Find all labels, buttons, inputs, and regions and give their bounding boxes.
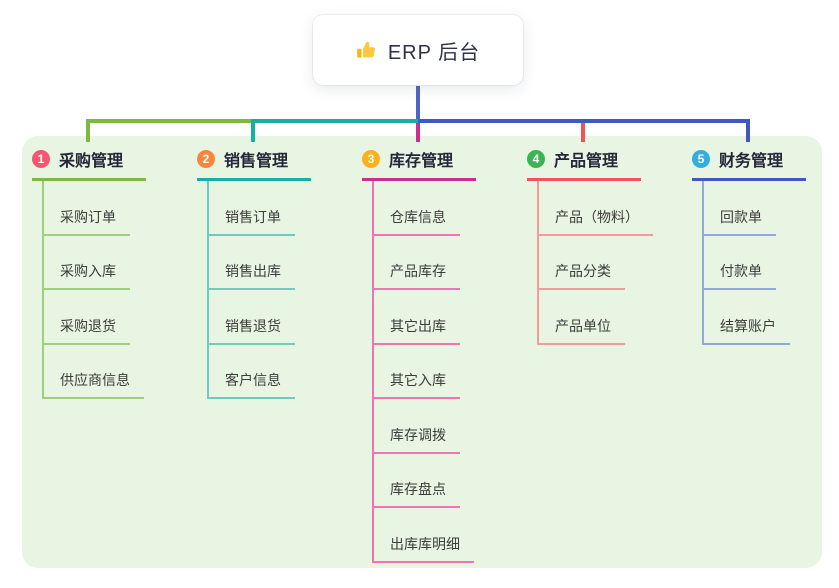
child-node[interactable]: 回款单 bbox=[704, 181, 806, 236]
child-node[interactable]: 客户信息 bbox=[209, 345, 311, 399]
child-node-label: 其它出库 bbox=[374, 316, 460, 345]
branch-title: 采购管理 bbox=[59, 153, 124, 170]
child-node[interactable]: 其它入库 bbox=[374, 345, 476, 399]
child-node[interactable]: 采购入库 bbox=[44, 236, 146, 290]
branch-header[interactable]: 5 财务管理 bbox=[692, 147, 806, 181]
child-node-label: 付款单 bbox=[704, 261, 776, 290]
child-node-label: 仓库信息 bbox=[374, 207, 460, 236]
branch-node[interactable]: 3 库存管理 仓库信息 产品库存 其它出库 其它入库 库存调拨 库存盘点 出库库… bbox=[362, 147, 476, 563]
branch-children: 采购订单 采购入库 采购退货 供应商信息 bbox=[42, 181, 146, 399]
branch-node[interactable]: 2 销售管理 销售订单 销售出库 销售退货 客户信息 bbox=[197, 147, 311, 399]
branch-children: 仓库信息 产品库存 其它出库 其它入库 库存调拨 库存盘点 出库库明细 bbox=[372, 181, 476, 563]
branch-children: 回款单 付款单 结算账户 bbox=[702, 181, 806, 345]
branch-number-badge: 5 bbox=[692, 150, 710, 168]
child-node-label: 产品（物料） bbox=[539, 207, 653, 236]
branch-number-badge: 4 bbox=[527, 150, 545, 168]
branch-title: 销售管理 bbox=[224, 153, 289, 170]
child-node[interactable]: 库存调拨 bbox=[374, 399, 476, 454]
child-node-label: 其它入库 bbox=[374, 370, 460, 399]
branch-number-badge: 2 bbox=[197, 150, 215, 168]
child-node[interactable]: 出库库明细 bbox=[374, 508, 476, 563]
child-node[interactable]: 产品（物料） bbox=[539, 181, 653, 236]
child-node[interactable]: 销售退货 bbox=[209, 290, 311, 345]
child-node[interactable]: 产品单位 bbox=[539, 290, 653, 345]
child-node-label: 销售出库 bbox=[209, 261, 295, 290]
child-node-label: 结算账户 bbox=[704, 316, 790, 345]
branch-number-badge: 1 bbox=[32, 150, 50, 168]
branch-node[interactable]: 4 产品管理 产品（物料） 产品分类 产品单位 bbox=[527, 147, 653, 345]
branch-header[interactable]: 3 库存管理 bbox=[362, 147, 476, 181]
child-node-label: 销售退货 bbox=[209, 316, 295, 345]
branch-header[interactable]: 4 产品管理 bbox=[527, 147, 641, 181]
child-node[interactable]: 其它出库 bbox=[374, 290, 476, 345]
child-node-label: 客户信息 bbox=[209, 370, 295, 399]
branch-children: 产品（物料） 产品分类 产品单位 bbox=[537, 181, 653, 345]
child-node-label: 采购退货 bbox=[44, 316, 130, 345]
child-node-label: 供应商信息 bbox=[44, 370, 144, 399]
child-node[interactable]: 付款单 bbox=[704, 236, 806, 290]
root-node[interactable]: ERP 后台 bbox=[313, 15, 523, 85]
thumbs-up-icon bbox=[356, 39, 378, 61]
branch-header[interactable]: 1 采购管理 bbox=[32, 147, 146, 181]
branch-title: 产品管理 bbox=[554, 153, 619, 170]
child-node[interactable]: 销售订单 bbox=[209, 181, 311, 236]
child-node[interactable]: 仓库信息 bbox=[374, 181, 476, 236]
branch-number-badge: 3 bbox=[362, 150, 380, 168]
child-node[interactable]: 库存盘点 bbox=[374, 454, 476, 508]
child-node[interactable]: 采购退货 bbox=[44, 290, 146, 345]
child-node[interactable]: 销售出库 bbox=[209, 236, 311, 290]
child-node-label: 回款单 bbox=[704, 207, 776, 236]
child-node-label: 库存盘点 bbox=[374, 479, 460, 508]
root-node-label: ERP 后台 bbox=[387, 41, 481, 64]
branch-node[interactable]: 5 财务管理 回款单 付款单 结算账户 bbox=[692, 147, 806, 345]
branch-children: 销售订单 销售出库 销售退货 客户信息 bbox=[207, 181, 311, 399]
child-node-label: 采购订单 bbox=[44, 207, 130, 236]
child-node[interactable]: 供应商信息 bbox=[44, 345, 146, 399]
child-node-label: 销售订单 bbox=[209, 207, 295, 236]
child-node-label: 产品分类 bbox=[539, 261, 625, 290]
branch-node[interactable]: 1 采购管理 采购订单 采购入库 采购退货 供应商信息 bbox=[32, 147, 146, 399]
child-node[interactable]: 采购订单 bbox=[44, 181, 146, 236]
branch-title: 库存管理 bbox=[389, 153, 454, 170]
branch-header[interactable]: 2 销售管理 bbox=[197, 147, 311, 181]
child-node-label: 出库库明细 bbox=[374, 534, 474, 563]
child-node[interactable]: 产品分类 bbox=[539, 236, 653, 290]
child-node-label: 库存调拨 bbox=[374, 425, 460, 454]
child-node-label: 产品库存 bbox=[374, 261, 460, 290]
child-node[interactable]: 产品库存 bbox=[374, 236, 476, 290]
child-node-label: 采购入库 bbox=[44, 261, 130, 290]
child-node-label: 产品单位 bbox=[539, 316, 625, 345]
branch-title: 财务管理 bbox=[719, 153, 784, 170]
child-node[interactable]: 结算账户 bbox=[704, 290, 806, 345]
branches-panel bbox=[22, 136, 822, 568]
